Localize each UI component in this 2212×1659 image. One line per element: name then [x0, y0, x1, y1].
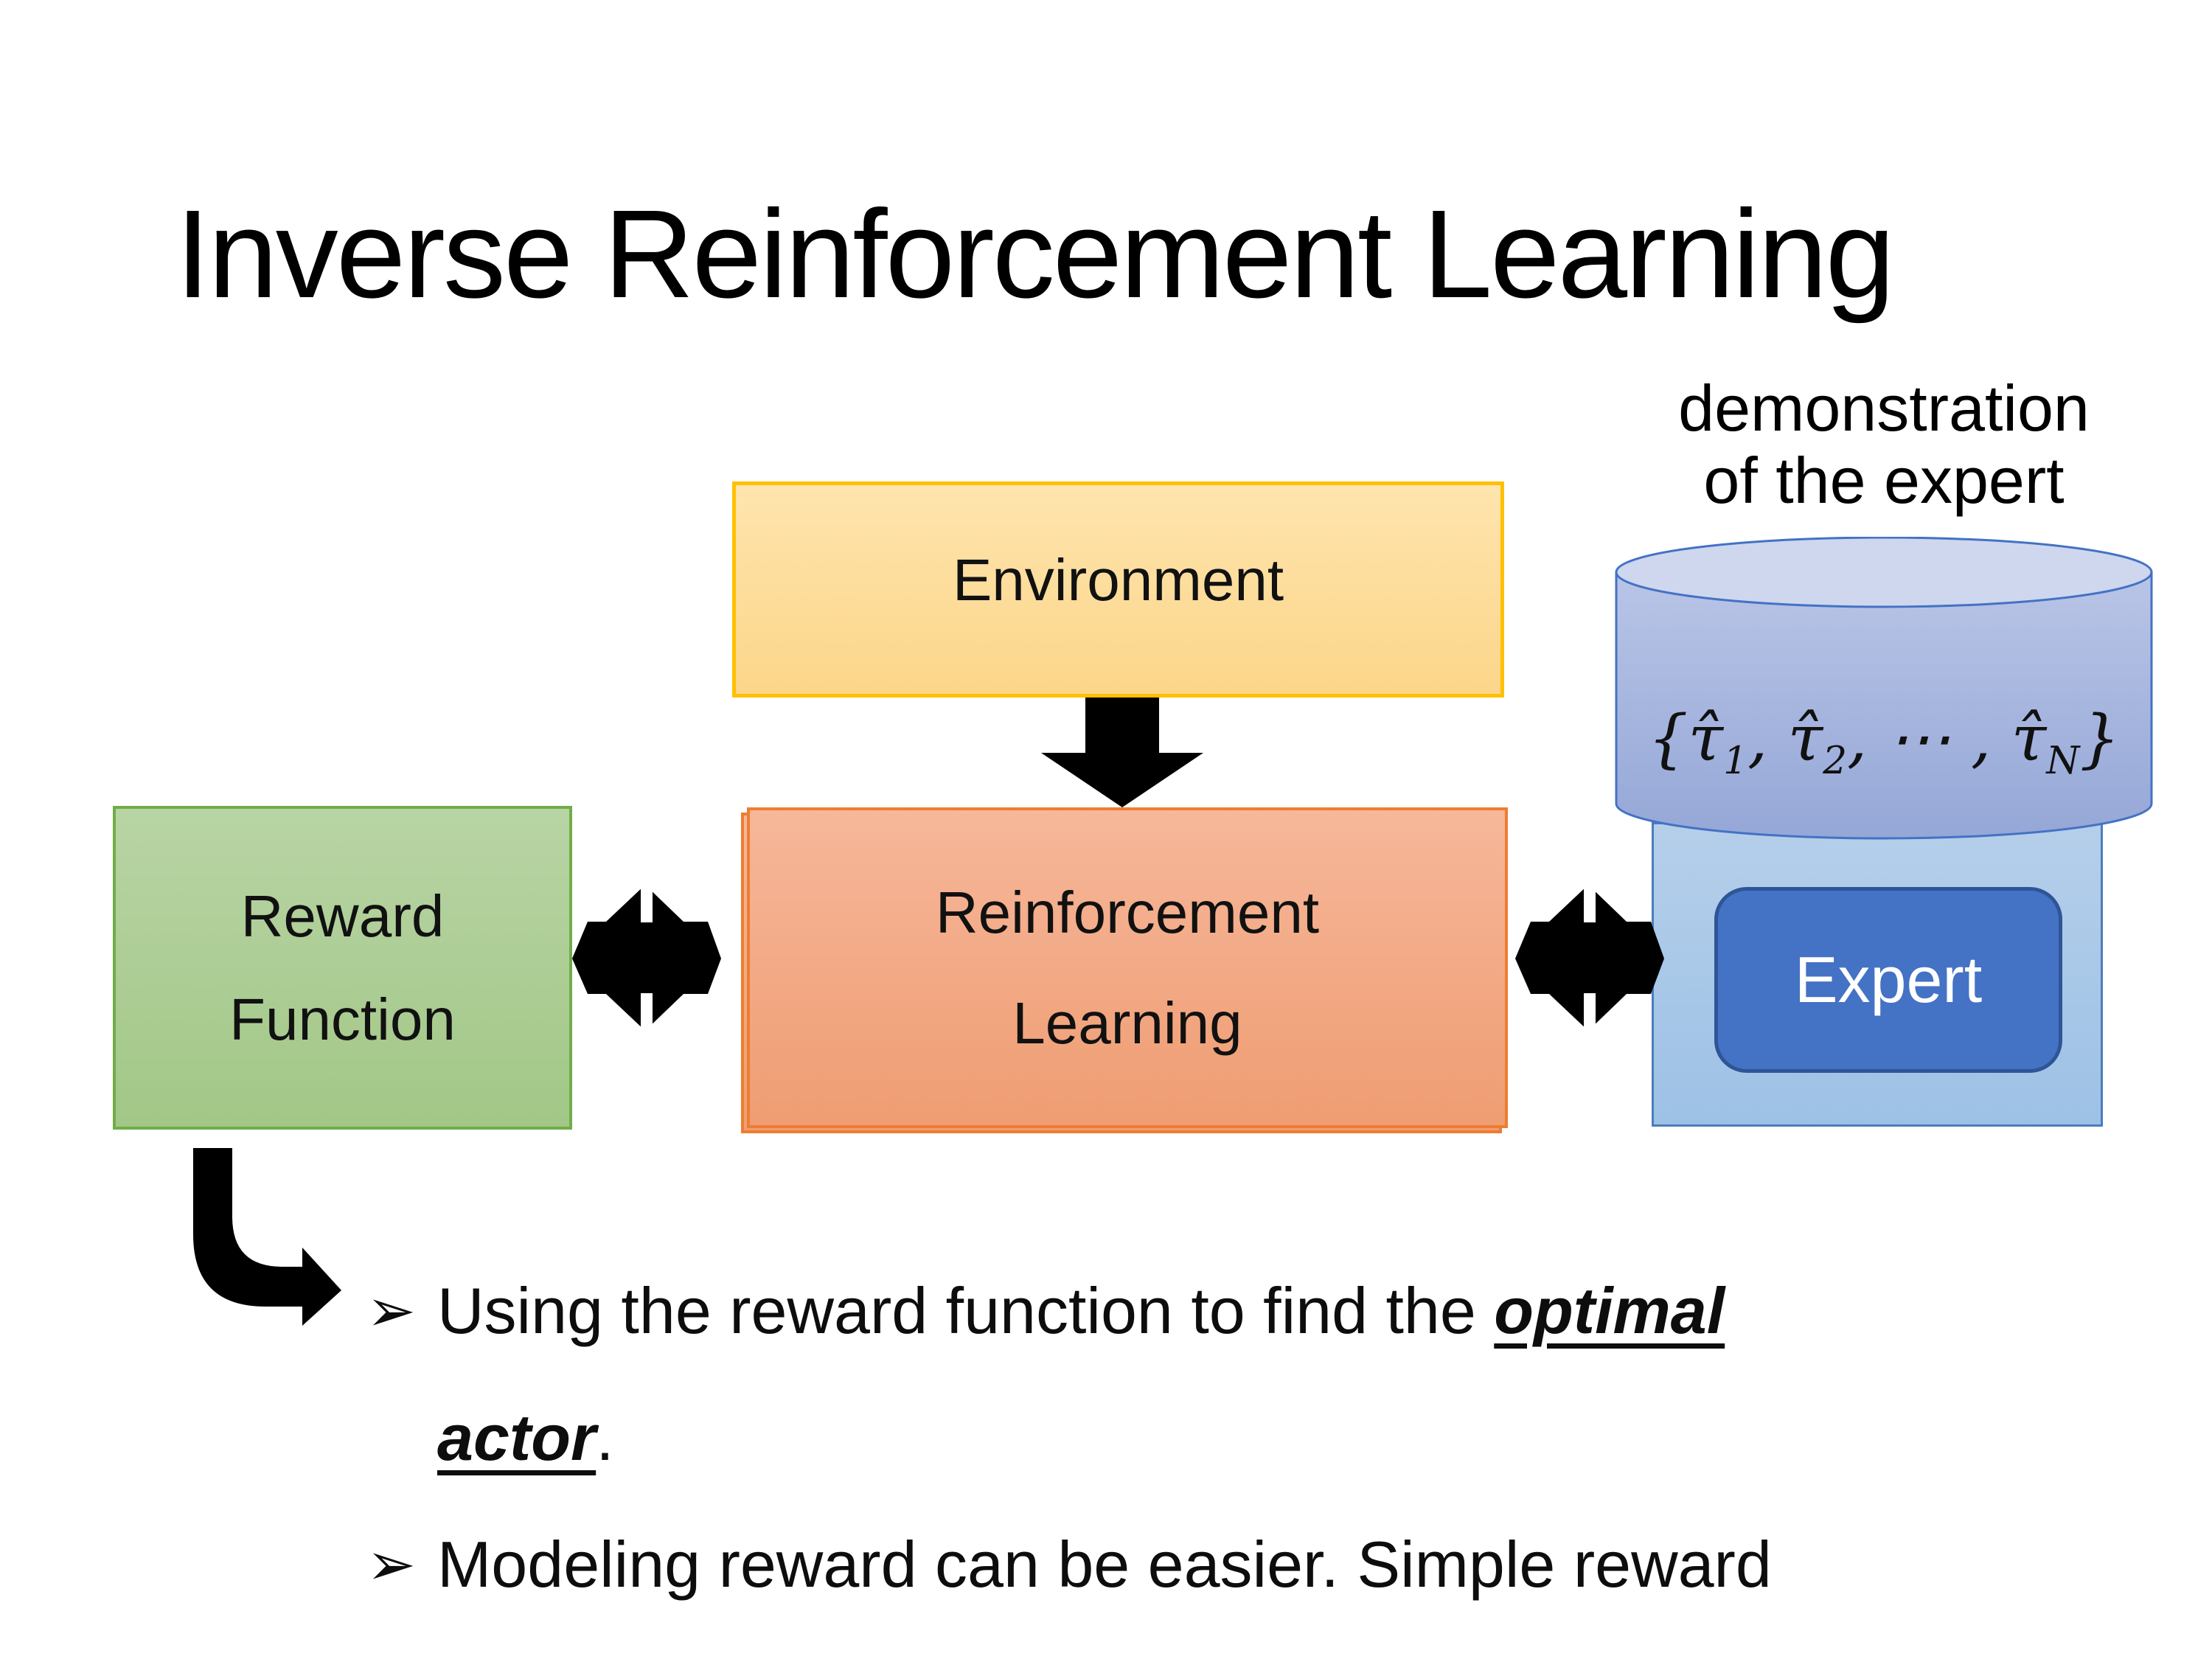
arrow-bullet-icon: ➢: [366, 1531, 417, 1597]
down-arrow-icon: [1041, 698, 1203, 807]
demonstration-database-cylinder: [1615, 537, 2153, 840]
demonstration-label-line1: demonstration: [1678, 372, 2090, 445]
expert-label: Expert: [1794, 943, 1983, 1016]
expert-box: Expert: [1714, 887, 2062, 1073]
arrow-bullet-icon: ➢: [366, 1278, 417, 1343]
environment-label: Environment: [952, 546, 1284, 613]
reward-function-box: Reward Function: [113, 806, 572, 1130]
reinforcement-learning-box: Reinforcement Learning: [747, 807, 1508, 1128]
bullet-item-2: ➢ Modeling reward can be easier. Simple …: [366, 1501, 2048, 1659]
bullet-list: ➢ Using the reward function to find the …: [366, 1248, 2048, 1659]
reward-function-label-line2: Function: [229, 986, 456, 1052]
environment-box: Environment: [732, 481, 1504, 698]
reward-function-label-line1: Reward: [240, 883, 445, 949]
bullet-text-2: Modeling reward can be easier. Simple re…: [437, 1528, 1772, 1659]
page-title: Inverse Reinforcement Learning: [175, 184, 1895, 324]
bullet-item-1: ➢ Using the reward function to find the …: [366, 1248, 2048, 1501]
trajectory-set-formula: {τ̂1, τ̂2, ⋯ , τ̂N}: [1647, 702, 2121, 784]
reinforcement-learning-label-line1: Reinforcement: [935, 879, 1320, 945]
demonstration-label: demonstration of the expert: [1615, 372, 2153, 517]
bullet-text-1: Using the reward function to find the op…: [437, 1274, 1725, 1474]
reinforcement-learning-label-line2: Learning: [1012, 990, 1242, 1056]
left-exchange-arrow-icon: [572, 883, 721, 1032]
bent-arrow-icon: [193, 1148, 341, 1326]
demonstration-label-line2: of the expert: [1703, 444, 2065, 517]
right-exchange-arrow-icon: [1515, 883, 1664, 1032]
